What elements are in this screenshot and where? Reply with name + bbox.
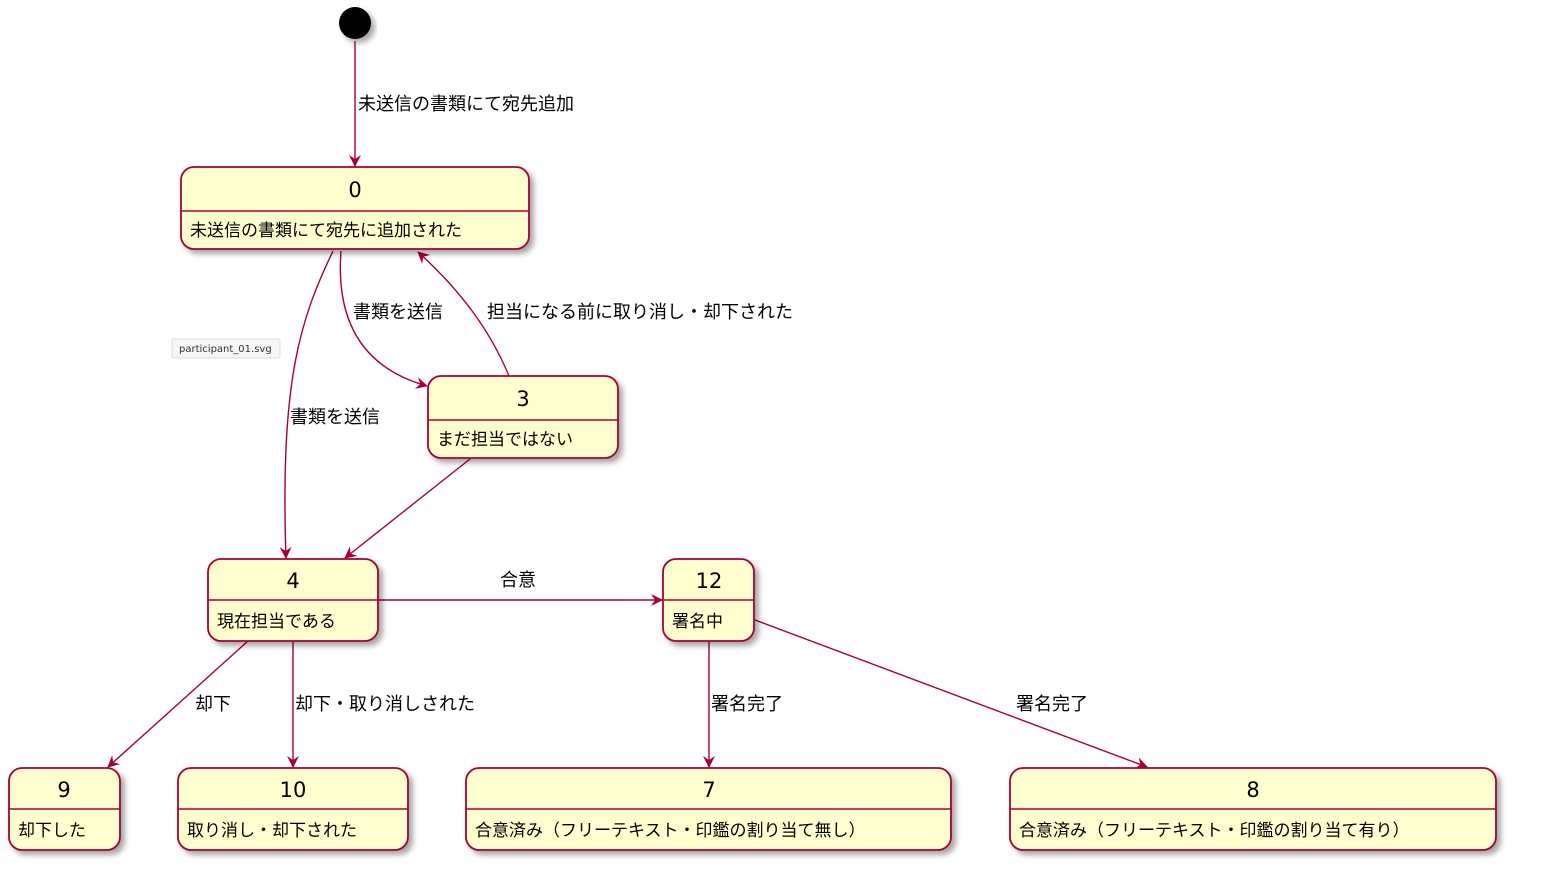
- edge-3-4: [344, 458, 471, 559]
- start-node: [339, 7, 371, 39]
- label-0-3: 書類を送信: [353, 302, 443, 323]
- edge-3-0: [417, 251, 510, 377]
- state-description: まだ担当ではない: [437, 430, 573, 450]
- filename-tooltip: participant_01.svg: [171, 338, 281, 359]
- state-10: 10 取り消し・却下された: [177, 767, 409, 851]
- state-12: 12 署名中: [662, 558, 755, 642]
- edge-0-3: [339, 250, 428, 389]
- state-8: 8 合意済み（フリーテキスト・印鑑の割り当て有り）: [1009, 767, 1497, 851]
- state-0: 0 未送信の書類にて宛先に追加された: [180, 166, 530, 250]
- label-4-12: 合意: [500, 570, 536, 591]
- edge-12-8: [754, 619, 1148, 769]
- label-4-10: 却下・取り消しされた: [295, 694, 475, 715]
- state-description: 却下した: [18, 821, 86, 841]
- state-description: 取り消し・却下された: [187, 821, 357, 841]
- label-start-0: 未送信の書類にて宛先追加: [358, 94, 574, 115]
- label-12-7: 署名完了: [711, 694, 783, 715]
- transition-labels: 未送信の書類にて宛先追加 書類を送信 担当になる前に取り消し・却下された 書類を…: [195, 94, 1088, 715]
- transitions: [107, 41, 1148, 769]
- state-7: 7 合意済み（フリーテキスト・印鑑の割り当て無し）: [465, 767, 952, 851]
- label-0-4: 書類を送信: [290, 407, 380, 428]
- edge-0-4: [279, 250, 334, 559]
- state-id: 8: [1246, 778, 1259, 802]
- state-description: 合意済み（フリーテキスト・印鑑の割り当て有り）: [1019, 821, 1410, 841]
- filename-tooltip-text: participant_01.svg: [179, 344, 272, 355]
- state-id: 4: [286, 569, 299, 593]
- label-4-9: 却下: [195, 694, 231, 715]
- label-3-0: 担当になる前に取り消し・却下された: [487, 302, 793, 323]
- state-description: 署名中: [672, 612, 723, 632]
- state-4: 4 現在担当である: [207, 558, 379, 642]
- state-id: 7: [702, 778, 715, 802]
- state-3: 3 まだ担当ではない: [427, 375, 619, 459]
- state-id: 9: [57, 778, 70, 802]
- state-id: 12: [696, 569, 723, 593]
- state-description: 未送信の書類にて宛先に追加された: [190, 221, 462, 241]
- label-12-8: 署名完了: [1016, 694, 1088, 715]
- state-description: 合意済み（フリーテキスト・印鑑の割り当て無し）: [475, 821, 866, 841]
- state-description: 現在担当である: [217, 612, 336, 632]
- state-9: 9 却下した: [8, 767, 121, 851]
- edge-4-9: [107, 640, 249, 768]
- state-id: 10: [280, 778, 307, 802]
- state-id: 0: [348, 178, 361, 202]
- state-id: 3: [516, 387, 529, 411]
